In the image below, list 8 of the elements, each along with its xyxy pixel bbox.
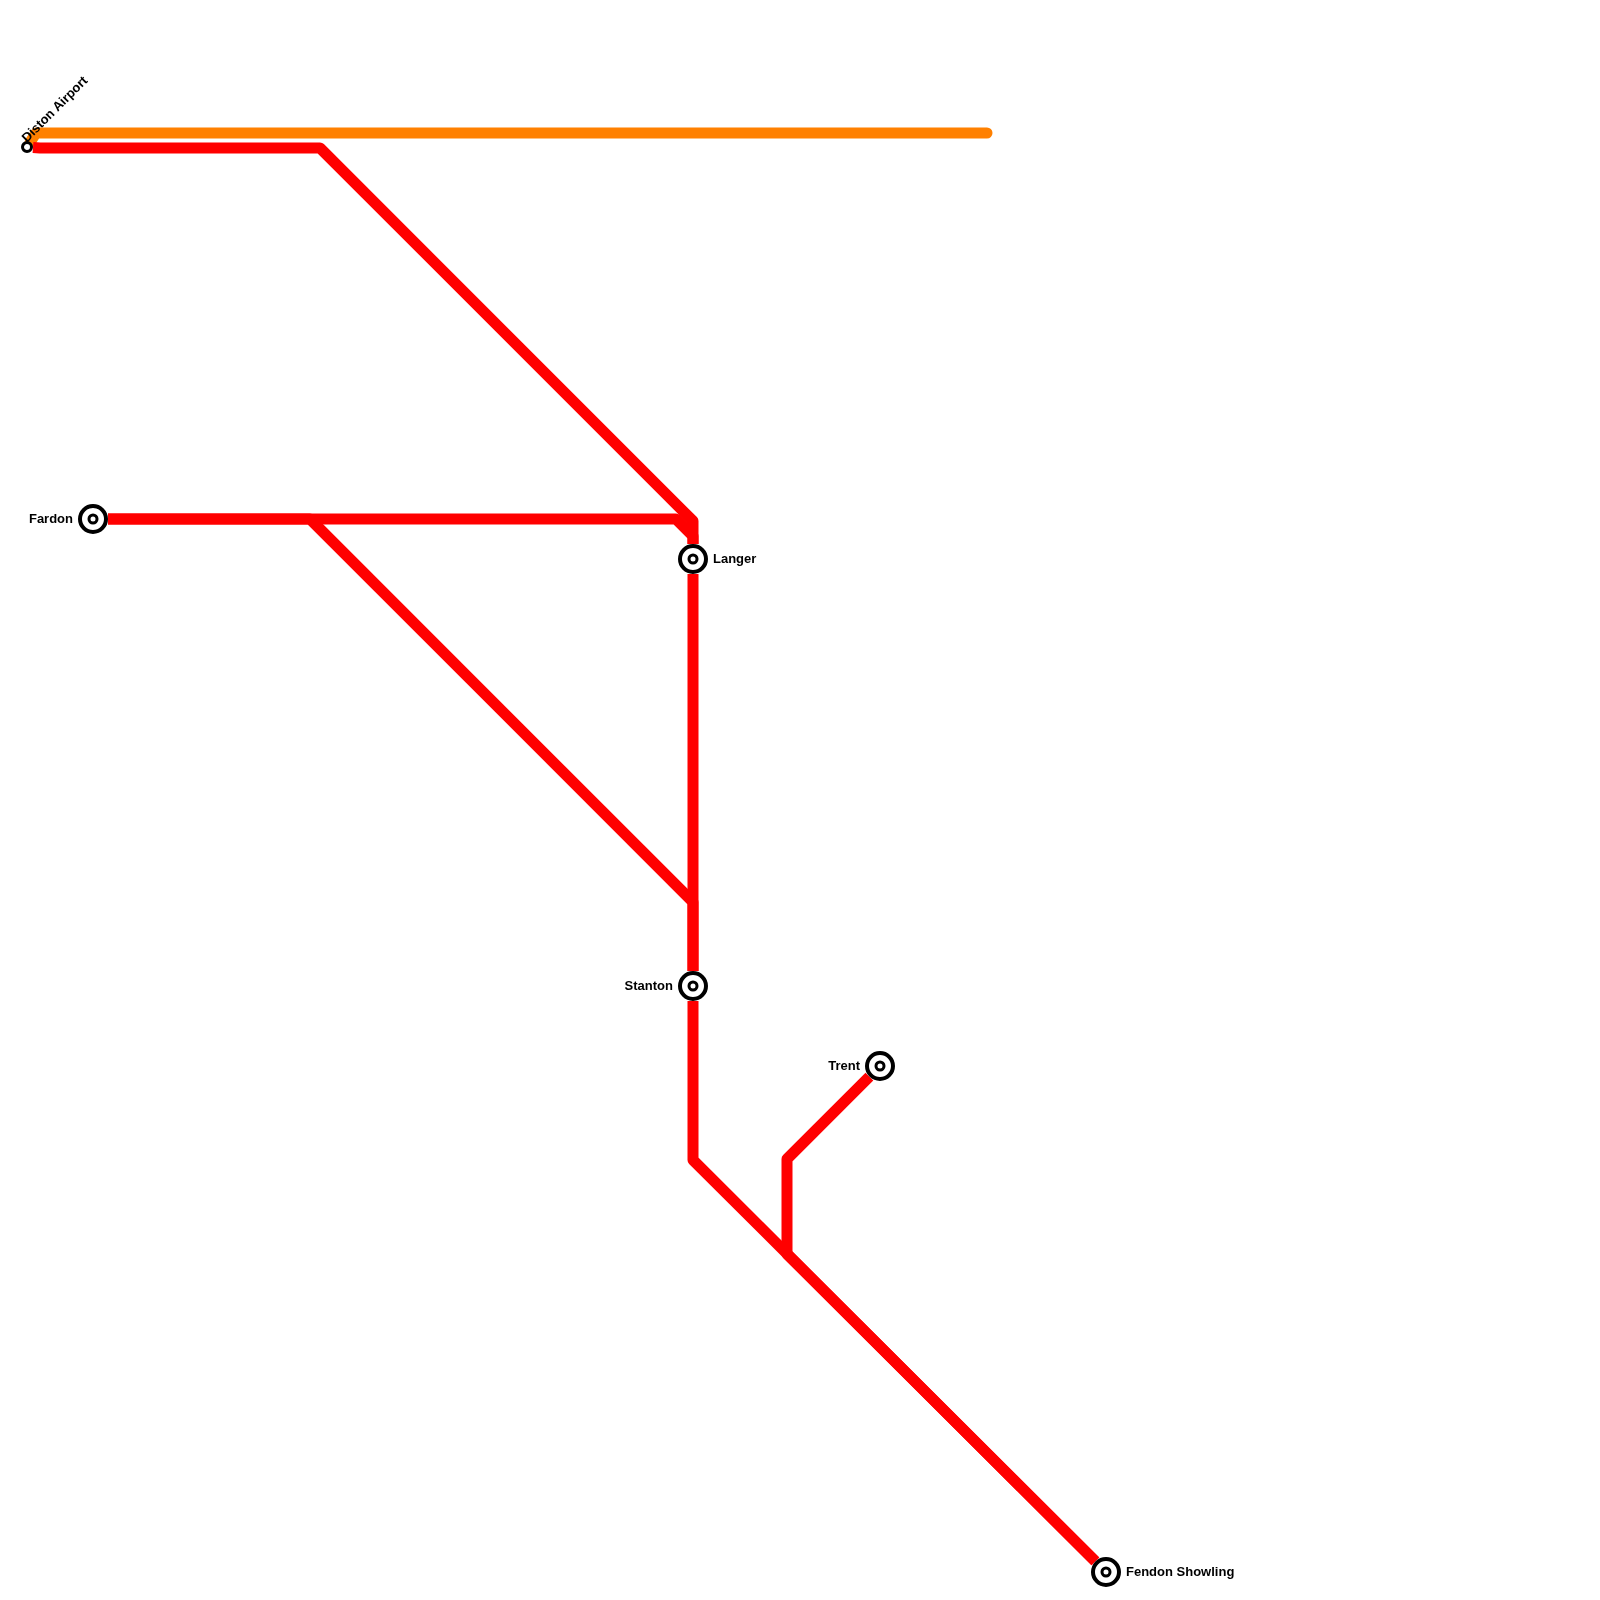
metro-line <box>687 574 699 971</box>
station-name: Fardon <box>28 511 73 526</box>
station-name: Fendon Showling <box>1126 1564 1235 1579</box>
metro-line <box>24 127 993 148</box>
station-name: Stanton <box>624 978 673 993</box>
station-name: Langer <box>713 551 757 566</box>
station-name: Trent <box>828 1058 860 1073</box>
metro-line <box>781 1072 1100 1566</box>
